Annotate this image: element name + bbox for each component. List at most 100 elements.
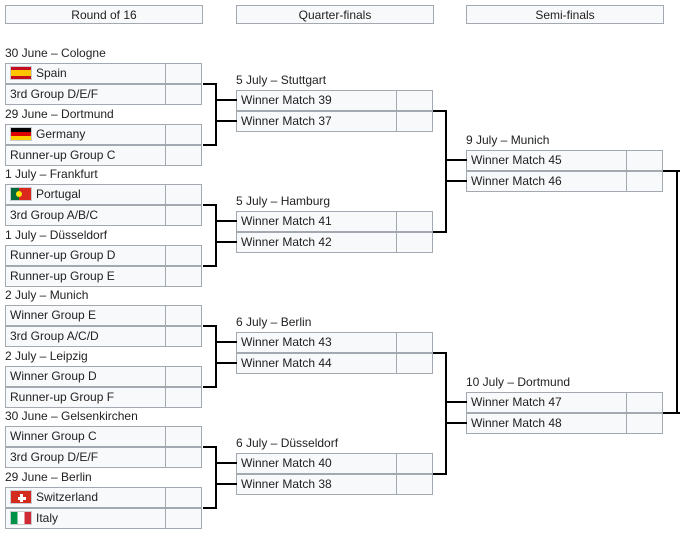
r16-match-1-score-1	[165, 63, 202, 84]
r16-match-7-team-2: 3rd Group D/E/F	[5, 447, 166, 468]
r16-match-1-team-1: Spain	[5, 63, 166, 84]
connector-line	[215, 325, 217, 388]
team-name: Runner-up Group D	[10, 248, 116, 262]
qf-match-1-date: 5 July – Stuttgart	[236, 73, 327, 87]
r16-match-5-score-1	[165, 305, 202, 326]
team-name: 3rd Group A/C/D	[10, 329, 99, 343]
sf-match-1-score-2	[626, 171, 663, 192]
sf-match-2-score-1	[626, 392, 663, 413]
connector-line	[445, 110, 447, 233]
team-name: Winner Match 40	[241, 456, 332, 470]
r16-match-6-team-2: Runner-up Group F	[5, 387, 166, 408]
r16-match-1-date: 30 June – Cologne	[5, 46, 106, 60]
r16-match-2-score-2	[165, 145, 202, 166]
connector-line	[203, 204, 215, 206]
team-name: Italy	[36, 511, 59, 525]
r16-match-2-score-1	[165, 124, 202, 145]
italy-flag-icon	[10, 511, 32, 525]
qf-match-4-team-1: Winner Match 40	[236, 453, 397, 474]
connector-line	[445, 401, 467, 403]
connector-line	[215, 83, 217, 146]
connector-line	[215, 446, 217, 509]
team-name: Spain	[36, 66, 67, 80]
team-name: Runner-up Group E	[10, 269, 115, 283]
team-name: Winner Match 46	[471, 174, 562, 188]
team-name: Germany	[36, 127, 86, 141]
team-name: 3rd Group A/B/C	[10, 208, 99, 222]
connector-line	[203, 446, 215, 448]
sf-match-2-date: 10 July – Dortmund	[466, 375, 571, 389]
r16-match-2-team-1: Germany	[5, 124, 166, 145]
connector-line	[663, 412, 680, 414]
sf-match-1-team-2: Winner Match 46	[466, 171, 627, 192]
r16-match-6-score-1	[165, 366, 202, 387]
team-name: Winner Group D	[10, 369, 97, 383]
team-name: 3rd Group D/E/F	[10, 450, 99, 464]
r16-match-5-team-2: 3rd Group A/C/D	[5, 326, 166, 347]
qf-match-2-team-2: Winner Match 42	[236, 232, 397, 253]
sf-match-1-team-1: Winner Match 45	[466, 150, 627, 171]
r16-match-8-team-1: Switzerland	[5, 487, 166, 508]
connector-line	[215, 120, 237, 122]
connector-line	[433, 473, 445, 475]
r16-match-6-team-1: Winner Group D	[5, 366, 166, 387]
r16-match-7-team-1: Winner Group C	[5, 426, 166, 447]
connector-line	[445, 352, 447, 475]
team-name: Winner Match 48	[471, 416, 562, 430]
switzerland-flag-icon	[10, 490, 32, 504]
qf-match-2-score-2	[396, 232, 433, 253]
r16-match-3-team-1: Portugal	[5, 184, 166, 205]
germany-flag-icon	[10, 127, 32, 141]
qf-match-1-score-2	[396, 111, 433, 132]
team-name: Winner Match 45	[471, 153, 562, 167]
header-semi-finals: Semi-finals	[466, 5, 664, 24]
qf-match-2-score-1	[396, 211, 433, 232]
r16-match-8-score-1	[165, 487, 202, 508]
connector-line	[203, 83, 215, 85]
sf-match-1-date: 9 July – Munich	[466, 133, 550, 147]
qf-match-4-team-2: Winner Match 38	[236, 474, 397, 495]
team-name: Winner Match 41	[241, 214, 332, 228]
sf-match-2-team-1: Winner Match 47	[466, 392, 627, 413]
connector-line	[203, 265, 215, 267]
r16-match-6-score-2	[165, 387, 202, 408]
r16-match-7-score-2	[165, 447, 202, 468]
team-name: Winner Match 47	[471, 395, 562, 409]
spain-flag-icon	[10, 66, 32, 80]
sf-match-2-team-2: Winner Match 48	[466, 413, 627, 434]
header-quarter-finals: Quarter-finals	[236, 5, 434, 24]
r16-match-5-team-1: Winner Group E	[5, 305, 166, 326]
r16-match-2-date: 29 June – Dortmund	[5, 107, 114, 121]
portugal-flag-icon	[10, 187, 32, 201]
connector-line	[203, 144, 215, 146]
r16-match-4-score-1	[165, 245, 202, 266]
r16-match-5-date: 2 July – Munich	[5, 288, 89, 302]
qf-match-3-date: 6 July – Berlin	[236, 315, 312, 329]
team-name: Winner Match 42	[241, 235, 332, 249]
connector-line	[676, 170, 678, 414]
r16-match-8-date: 29 June – Berlin	[5, 470, 92, 484]
team-name: Winner Match 39	[241, 93, 332, 107]
qf-match-2-date: 5 July – Hamburg	[236, 194, 331, 208]
connector-line	[445, 422, 467, 424]
team-name: Winner Match 37	[241, 114, 332, 128]
connector-line	[215, 362, 237, 364]
r16-match-3-date: 1 July – Frankfurt	[5, 167, 98, 181]
qf-match-4-score-1	[396, 453, 433, 474]
connector-line	[215, 220, 237, 222]
qf-match-3-team-1: Winner Match 43	[236, 332, 397, 353]
r16-match-1-score-2	[165, 84, 202, 105]
connector-line	[215, 462, 237, 464]
connector-line	[203, 325, 215, 327]
team-name: Winner Match 43	[241, 335, 332, 349]
header-round-of-16: Round of 16	[5, 5, 203, 24]
connector-line	[215, 241, 237, 243]
qf-match-4-date: 6 July – Düsseldorf	[236, 436, 339, 450]
qf-match-3-score-2	[396, 353, 433, 374]
r16-match-2-team-2: Runner-up Group C	[5, 145, 166, 166]
r16-match-4-team-1: Runner-up Group D	[5, 245, 166, 266]
team-name: Winner Match 38	[241, 477, 332, 491]
connector-line	[433, 231, 445, 233]
qf-match-3-score-1	[396, 332, 433, 353]
r16-match-7-date: 30 June – Gelsenkirchen	[5, 409, 138, 423]
